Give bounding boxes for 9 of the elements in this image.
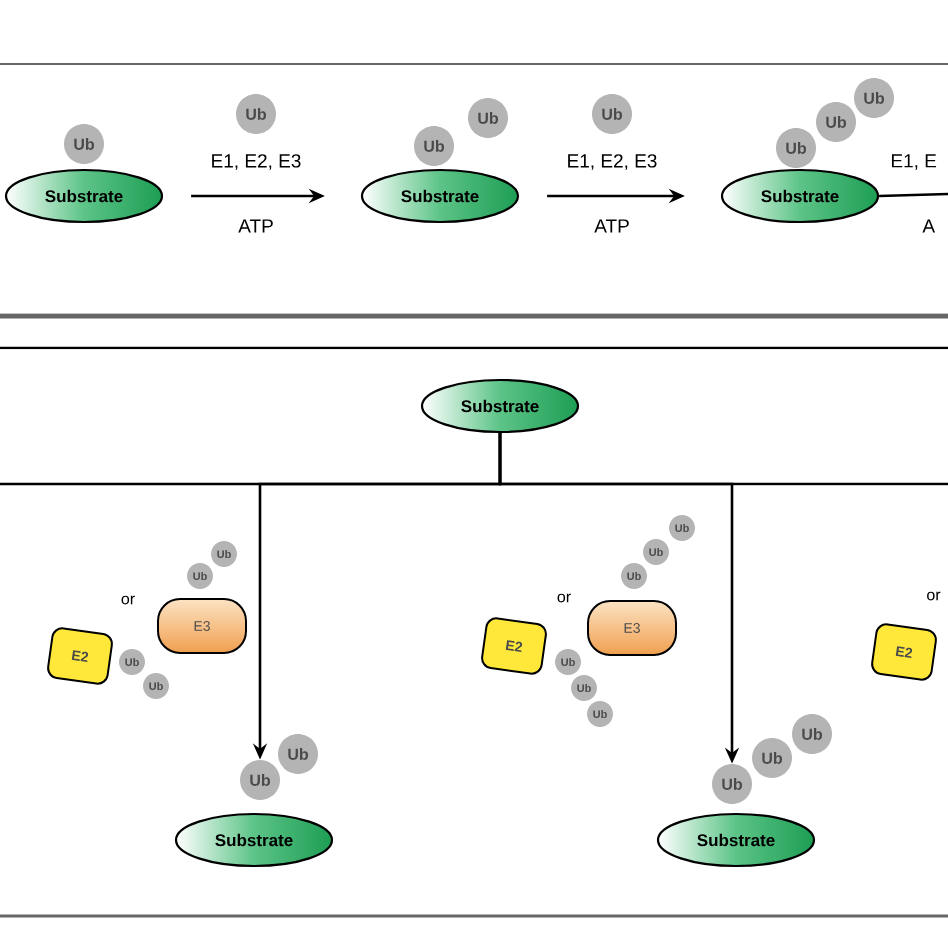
text-label: or — [927, 591, 941, 601]
edge-label: E1, E2, E3 — [212, 154, 301, 170]
text-label: A — [922, 219, 936, 233]
text-label: or — [121, 595, 135, 605]
text-label: ATP — [594, 219, 629, 233]
text-label: or — [557, 593, 571, 603]
edge-label: E1, E — [892, 154, 937, 170]
text-label: ATP — [238, 219, 273, 233]
edge-label: E1, E2, E3 — [568, 154, 657, 170]
